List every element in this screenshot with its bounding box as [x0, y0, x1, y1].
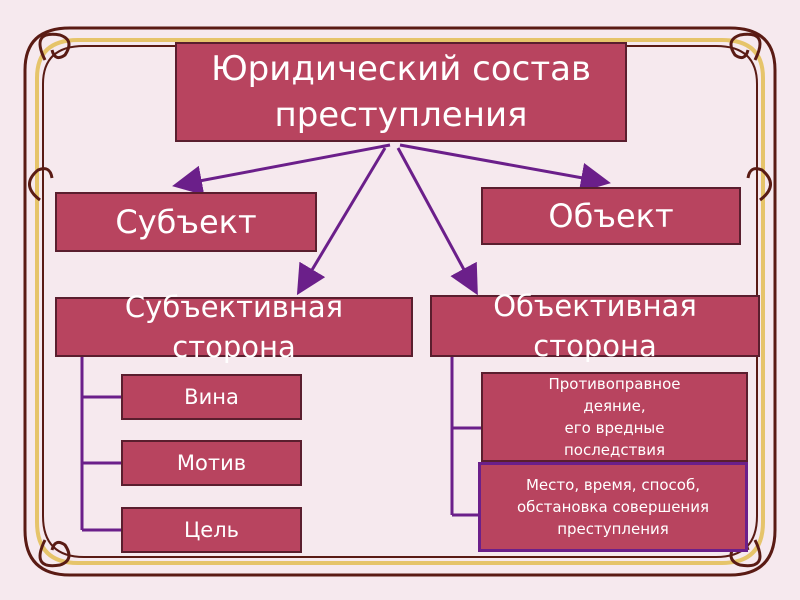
subjective-item-label: Цель: [183, 518, 240, 542]
subjective-item-motiv: Мотив: [121, 440, 302, 486]
objective-item-act: Противоправное деяние, его вредные после…: [481, 372, 748, 462]
subjective-item-label: Мотив: [176, 451, 247, 475]
objective-item-label: Место, время, способ, обстановка соверше…: [517, 476, 709, 538]
objective-item-circumstances: Место, время, способ, обстановка соверше…: [478, 462, 748, 552]
subjective-side-box: Субъективная сторона: [55, 290, 413, 364]
frame-outer: [23, 26, 777, 577]
object-label: Объект: [548, 197, 674, 235]
frame-inner: [35, 38, 765, 565]
arrow-to-object: [399, 143, 611, 193]
arrow-to-subjective-side: [296, 147, 387, 296]
objective-side-label: Объективная сторона: [493, 289, 697, 363]
title-text: Юридический состав преступления: [210, 49, 592, 135]
arrow-to-subject: [172, 143, 391, 196]
corner-ornament-top-right: [729, 32, 772, 202]
subjective-side-label: Субъективная сторона: [124, 290, 344, 364]
subject-box: Субъект: [55, 192, 317, 252]
object-box: Объект: [481, 187, 741, 245]
subjective-item-vina: Вина: [121, 374, 302, 420]
objective-item-label: Противоправное деяние, его вредные после…: [548, 375, 681, 459]
title-box: Юридический состав преступления: [175, 42, 627, 142]
objective-side-box: Объективная сторона: [430, 289, 760, 363]
corner-ornament-top-left: [28, 32, 71, 202]
arrow-to-objective-side: [396, 147, 478, 296]
subjective-item-label: Вина: [184, 385, 239, 409]
subjective-item-cel: Цель: [121, 507, 302, 553]
frame-inner-line: [42, 45, 758, 558]
subject-label: Субъект: [115, 203, 257, 241]
corner-ornament-bottom-left: [38, 539, 71, 568]
